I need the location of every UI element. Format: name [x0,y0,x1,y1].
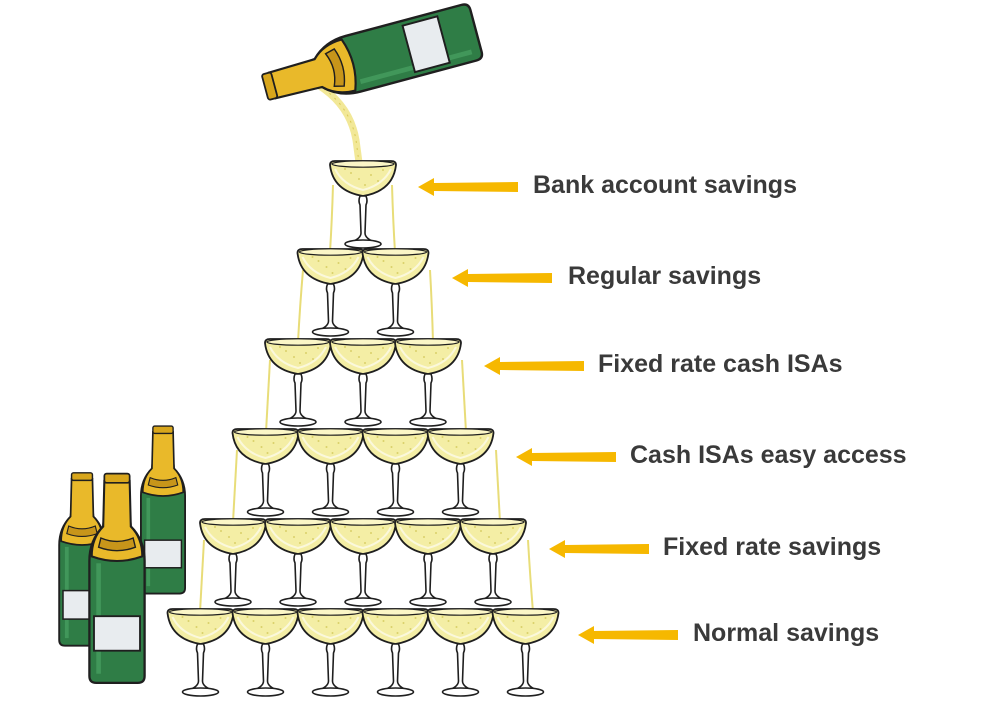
coupe-glass-icon [199,517,267,607]
glass-tier-4 [231,427,495,517]
pour-stream [316,82,364,171]
champagne-bottle-icon [89,474,144,683]
arrow-left-icon [516,448,616,466]
coupe-glass-icon [296,247,365,337]
coupe-glass-icon [329,159,397,249]
coupe-glass-icon [426,427,495,517]
pouring-bottle-icon [258,3,484,115]
champagne-bottle-icon [139,424,187,596]
coupe-glass-icon [166,607,235,697]
coupe-glass-icon [264,337,332,427]
arrow-left-icon [452,269,552,287]
coupe-glass-icon [264,517,332,607]
arrow-left-icon [578,626,678,644]
coupe-glass-icon [426,607,495,697]
coupe-glass-icon [361,247,430,337]
coupe-glass-icon [361,427,430,517]
glass-tier-2 [296,247,430,337]
tier-label: Normal savings [693,619,880,647]
coupe-glass-icon [361,607,430,697]
coupe-glass-icon [296,607,365,697]
glass-tier-5 [199,517,527,607]
arrow-group [418,178,678,644]
glass-tier-3 [264,337,462,427]
coupe-glass-icon [231,607,300,697]
coupe-glass-icon [329,337,397,427]
glass-tier-6 [166,607,560,697]
coupe-glass-icon [491,607,560,697]
tier-label: Fixed rate cash ISAs [598,350,843,378]
arrow-left-icon [484,357,584,375]
arrow-left-icon [418,178,518,196]
coupe-glass-icon [231,427,300,517]
coupe-glass-icon [459,517,527,607]
coupe-glass-icon [394,517,462,607]
overflow-streams [199,184,534,613]
coupe-glass-icon [296,427,365,517]
tier-label: Fixed rate savings [663,533,882,561]
tier-label: Bank account savings [533,171,797,199]
tier-label: Cash ISAs easy access [630,441,907,469]
coupe-glass-icon [329,517,397,607]
coupe-glass-icon [394,337,462,427]
glass-tower [166,159,560,697]
bottle-group [57,424,187,683]
tier-label: Regular savings [568,262,762,290]
arrow-left-icon [549,540,649,558]
glass-tier-1 [329,159,397,249]
